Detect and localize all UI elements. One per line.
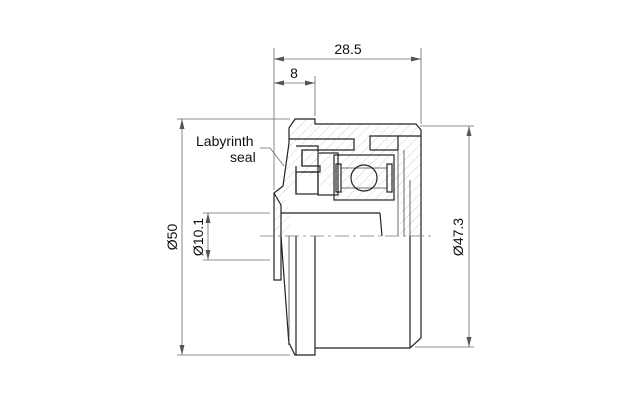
section-hatching xyxy=(274,119,421,236)
callout-label-line2: seal xyxy=(230,149,256,165)
dimension-overall-length: 28.5 xyxy=(273,41,422,190)
labyrinth-seal-callout: Labyrinth seal xyxy=(196,133,285,167)
dimension-label-d47-3: Ø47.3 xyxy=(450,218,466,256)
dimension-label-8: 8 xyxy=(290,65,298,81)
dimension-label-28-5: 28.5 xyxy=(334,41,361,57)
ball-bearing xyxy=(333,154,395,201)
callout-leader-line xyxy=(260,147,285,167)
dimension-outer-diameter: Ø50 xyxy=(164,118,290,356)
dimension-seal-depth: 8 xyxy=(274,65,316,116)
dimension-body-diameter: Ø47.3 xyxy=(415,125,474,348)
part-outline xyxy=(273,118,422,356)
callout-label-line1: Labyrinth xyxy=(196,133,254,149)
dimension-bore-diameter: Ø10.1 xyxy=(190,212,270,261)
dimension-label-d50: Ø50 xyxy=(164,224,180,251)
dimension-label-d10-1: Ø10.1 xyxy=(190,218,206,256)
